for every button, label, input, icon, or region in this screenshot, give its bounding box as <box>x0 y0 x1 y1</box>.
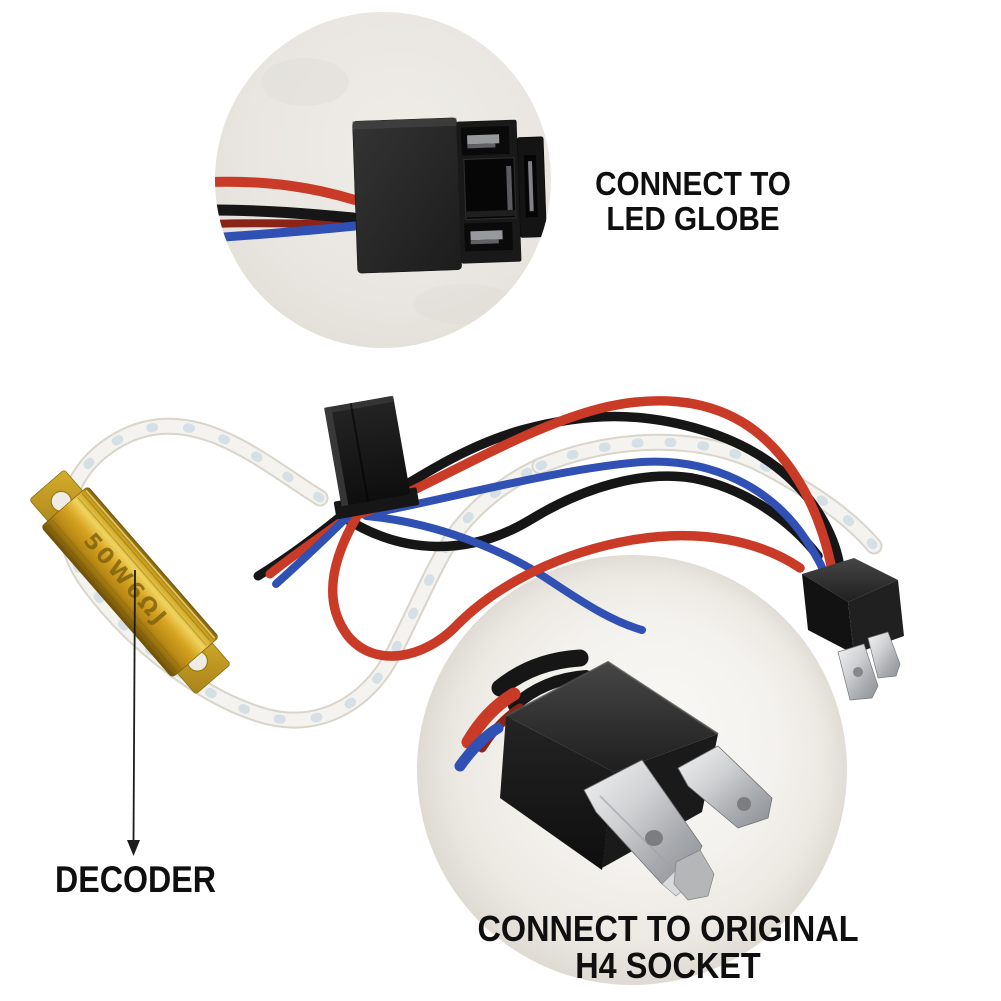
wire-harness <box>253 396 845 661</box>
black-wire <box>357 411 845 573</box>
h4-male-plug <box>802 558 904 701</box>
h4-socket-label: CONNECT TO ORIGINAL H4 SOCKET <box>477 908 859 986</box>
black-wire <box>215 204 359 224</box>
blue-wire <box>364 457 828 576</box>
blue-wire <box>362 512 646 634</box>
red-wire <box>215 176 360 205</box>
inset-photo <box>215 58 547 324</box>
blue-wire <box>272 512 352 588</box>
h4-female-connector-front <box>352 117 547 274</box>
blue-wire <box>215 221 360 243</box>
decoder-resistor: 50W6ΩJ <box>30 470 230 694</box>
dark-red-wire <box>215 219 351 228</box>
h4-female-connector-back <box>324 395 420 520</box>
spade-terminal <box>867 631 901 679</box>
red-wire <box>355 396 837 575</box>
led-globe-label: CONNECT TO LED GLOBE <box>595 165 791 237</box>
led-globe-connector-closeup <box>215 12 551 348</box>
decoder-label: DECODER <box>55 859 216 900</box>
spade-terminal-bottom <box>673 849 715 901</box>
inset-wires <box>215 176 360 243</box>
white-braided-sleeve <box>58 417 883 729</box>
red-wire <box>327 513 805 661</box>
h4-male-plug-closeup <box>454 649 773 901</box>
black-wire <box>337 471 823 561</box>
socket-opening <box>463 157 517 220</box>
decoder-pointer-arrow <box>127 569 140 856</box>
